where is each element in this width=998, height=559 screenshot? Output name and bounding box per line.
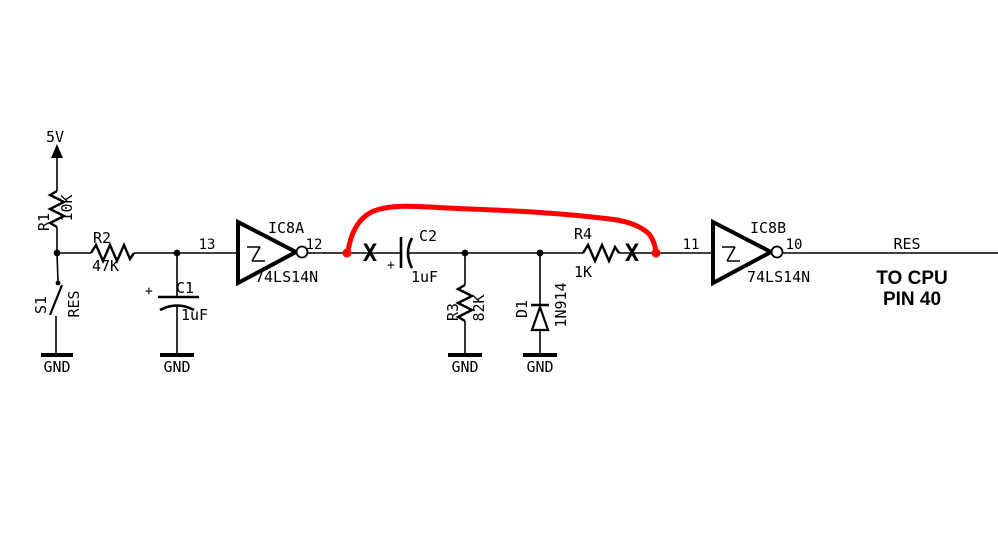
ic8a-triangle <box>236 218 301 287</box>
capacitor-c1: + C1 1uF GND <box>145 253 208 376</box>
resistor-r1: R1 10K <box>35 189 76 253</box>
switch-s1: S1 RES GND <box>32 252 83 376</box>
resistor-r4-ref: R4 <box>574 225 592 243</box>
switch-blade <box>48 284 64 316</box>
resistor-r2-ref: R2 <box>93 229 111 247</box>
resistor-r4-value: 1K <box>574 263 592 281</box>
resistor-r1-ref: R1 <box>35 213 53 231</box>
capacitor-c1-polarity: + <box>145 284 153 299</box>
capacitor-c2-polarity: + <box>387 258 395 273</box>
ground-label-d1: GND <box>526 358 553 376</box>
capacitor-c2-ref: C2 <box>419 227 437 245</box>
resistor-r2-value: 47K <box>92 257 119 275</box>
resistor-r3-ref: R3 <box>444 303 462 321</box>
resistor-r3-value: 82K <box>470 294 488 321</box>
switch-contact-top <box>55 280 61 286</box>
ground-label-r3: GND <box>451 358 478 376</box>
inverter-ic8a: 13 IC8A 74LS14N 12 <box>199 218 323 287</box>
resistor-r4: R4 1K <box>574 225 620 281</box>
output-net: RES TO CPU PIN 40 <box>783 235 998 310</box>
capacitor-c1-plate-curved <box>159 304 195 312</box>
diode-d1-ref: D1 <box>513 300 531 318</box>
switch-s1-label: RES <box>65 290 83 317</box>
ic8a-bubble <box>295 245 309 259</box>
ic8b-bubble <box>770 245 784 259</box>
capacitor-c2: + C2 1uF <box>387 227 438 286</box>
capacitor-c2-plate-curved <box>406 237 414 269</box>
wire-s1-top <box>56 252 59 282</box>
diode-d1: D1 1N914 GND <box>513 253 570 376</box>
ic8a-pin-in: 13 <box>199 237 216 253</box>
ic8b-part: 74LS14N <box>747 268 810 286</box>
capacitor-c2-value: 1uF <box>411 268 438 286</box>
resistor-r1-value: 10K <box>58 194 76 221</box>
switch-s1-ref: S1 <box>32 296 50 314</box>
capacitor-c1-ref: C1 <box>176 279 194 297</box>
output-net-label: RES <box>893 235 920 253</box>
ic8b-pin-in: 11 <box>683 237 700 253</box>
power-5v: 5V <box>46 128 64 191</box>
red-jumper-dot-right <box>651 248 661 258</box>
ground-label-s1: GND <box>43 358 70 376</box>
ic8b-ref: IC8B <box>750 219 786 237</box>
capacitor-c1-value: 1uF <box>181 306 208 324</box>
ic8b-schmitt-icon <box>722 246 740 262</box>
output-destination-line1: TO CPU <box>876 268 947 289</box>
power-5v-label: 5V <box>46 128 64 146</box>
output-destination-line2: PIN 40 <box>883 289 941 310</box>
cut-marker-right: X <box>625 239 640 267</box>
resistor-r2-body <box>89 241 135 264</box>
inverter-ic8b: 11 IC8B 74LS14N 10 <box>683 218 810 287</box>
ic8b-triangle <box>711 218 776 287</box>
ic8a-part: 74LS14N <box>255 268 318 286</box>
cut-marker-left: X <box>363 239 378 267</box>
power-arrow-icon <box>51 144 63 158</box>
red-jumper-wire <box>345 203 659 255</box>
ic8b-pin-out: 10 <box>786 237 803 253</box>
ic8a-schmitt-icon <box>247 246 265 262</box>
red-jumper-dot-left <box>342 248 352 258</box>
diode-d1-value: 1N914 <box>552 282 570 327</box>
annotation-red-jumper: X X <box>342 203 661 267</box>
resistor-r3-body <box>455 283 475 323</box>
resistor-r2: R2 47K <box>89 229 135 275</box>
ic8a-ref: IC8A <box>268 219 304 237</box>
ground-label-c1: GND <box>163 358 190 376</box>
resistor-r1-body <box>47 189 67 229</box>
resistor-r4-body <box>581 242 620 265</box>
resistor-r3: R3 82K GND <box>444 253 488 376</box>
ic8a-pin-out: 12 <box>306 237 323 253</box>
diode-d1-triangle <box>530 303 550 332</box>
